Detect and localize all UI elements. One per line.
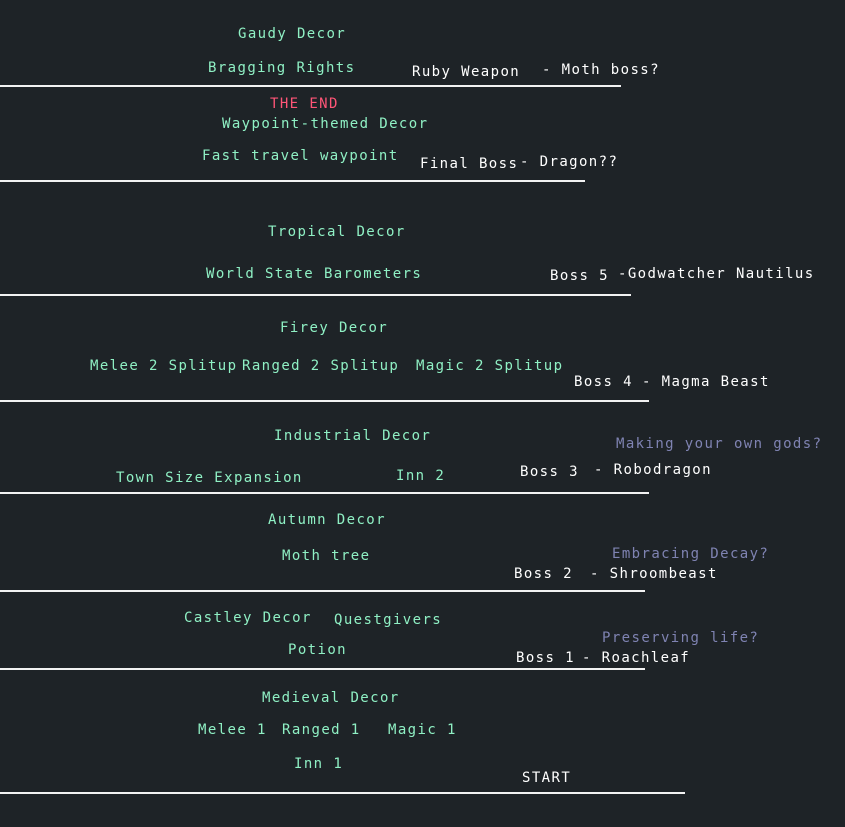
- tier-divider: [0, 590, 645, 592]
- boss-name-godwatcher-nautilus: -Godwatcher Nautilus: [618, 266, 815, 282]
- boss-name-shroombeast: - Shroombeast: [590, 566, 718, 582]
- feature-magic-2-splitup: Magic 2 Splitup: [416, 358, 564, 374]
- theme-embracing-decay: Embracing Decay?: [612, 546, 770, 562]
- feature-inn-2: Inn 2: [396, 468, 446, 484]
- boss-label-boss-5: Boss 5: [550, 268, 609, 284]
- feature-melee-1: Melee 1: [198, 722, 267, 738]
- feature-magic-1: Magic 1: [388, 722, 457, 738]
- feature-ranged-1: Ranged 1: [282, 722, 361, 738]
- the-end-label: THE END: [270, 96, 339, 112]
- tier-divider: [0, 294, 631, 296]
- boss-label-ruby-weapon: Ruby Weapon: [412, 64, 521, 80]
- boss-name-moth-boss: - Moth boss?: [542, 62, 660, 78]
- boss-name-roachleaf: - Roachleaf: [582, 650, 691, 666]
- tier-divider: [0, 668, 645, 670]
- feature-autumn-decor: Autumn Decor: [268, 512, 386, 528]
- boss-label-final-boss: Final Boss: [420, 156, 519, 172]
- feature-moth-tree: Moth tree: [282, 548, 371, 564]
- feature-gaudy-decor: Gaudy Decor: [238, 26, 347, 42]
- feature-industrial-decor: Industrial Decor: [274, 428, 432, 444]
- boss-label-boss-4: Boss 4: [574, 374, 633, 390]
- feature-potion: Potion: [288, 642, 347, 658]
- boss-name-dragon: - Dragon??: [520, 154, 619, 170]
- boss-label-boss-3: Boss 3: [520, 464, 579, 480]
- tier-divider: [0, 492, 649, 494]
- feature-fast-travel-waypoint: Fast travel waypoint: [202, 148, 399, 164]
- theme-making-gods: Making your own gods?: [616, 436, 823, 452]
- start-label: START: [522, 770, 572, 786]
- feature-questgivers: Questgivers: [334, 612, 443, 628]
- feature-inn-1: Inn 1: [294, 756, 344, 772]
- feature-melee-2-splitup: Melee 2 Splitup: [90, 358, 238, 374]
- boss-name-robodragon: - Robodragon: [594, 462, 712, 478]
- tier-divider: [0, 180, 585, 182]
- boss-label-boss-1: Boss 1: [516, 650, 575, 666]
- feature-ranged-2-splitup: Ranged 2 Splitup: [242, 358, 400, 374]
- feature-bragging-rights: Bragging Rights: [208, 60, 356, 76]
- feature-castley-decor: Castley Decor: [184, 610, 312, 626]
- tier-divider: [0, 400, 649, 402]
- feature-tropical-decor: Tropical Decor: [268, 224, 406, 240]
- tier-divider: [0, 792, 685, 794]
- feature-waypoint-decor: Waypoint-themed Decor: [222, 116, 429, 132]
- boss-label-boss-2: Boss 2: [514, 566, 573, 582]
- feature-town-size-expansion: Town Size Expansion: [116, 470, 303, 486]
- feature-firey-decor: Firey Decor: [280, 320, 389, 336]
- theme-preserving-life: Preserving life?: [602, 630, 760, 646]
- feature-world-state-barometers: World State Barometers: [206, 266, 423, 282]
- feature-medieval-decor: Medieval Decor: [262, 690, 400, 706]
- tier-divider: [0, 85, 621, 87]
- boss-name-magma-beast: - Magma Beast: [642, 374, 770, 390]
